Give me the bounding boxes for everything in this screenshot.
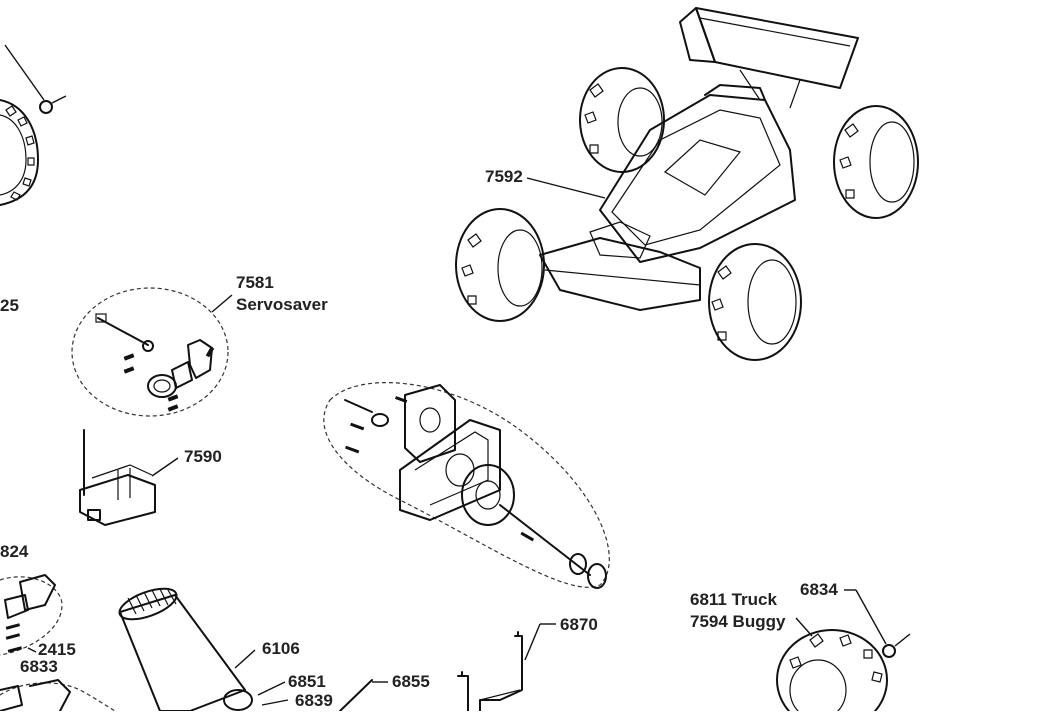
label-6851: 6851 <box>288 672 326 691</box>
servosaver-group <box>71 287 233 417</box>
label-6839: 6839 <box>295 691 333 710</box>
label-7594-buggy: 7594 Buggy <box>690 612 786 631</box>
label-2415: 2415 <box>38 640 76 659</box>
label-6870: 6870 <box>560 615 598 634</box>
label-cropped-824: 824 <box>0 542 29 561</box>
label-7581: 7581 <box>236 273 274 292</box>
label-7592: 7592 <box>485 167 523 186</box>
receiver-7590 <box>79 429 179 526</box>
motor-6106 <box>118 587 289 712</box>
label-6106: 6106 <box>262 639 300 658</box>
motor-mount-group <box>323 382 610 589</box>
partial-wheel-top-left <box>0 44 67 206</box>
bottom-left-parts <box>0 574 116 712</box>
label-6811-truck: 6811 Truck <box>690 590 777 609</box>
label-servosaver: Servosaver <box>236 295 328 314</box>
label-cropped-25: 25 <box>0 296 19 315</box>
label-6833: 6833 <box>20 657 58 676</box>
part-6855-6870 <box>339 623 556 712</box>
label-7590: 7590 <box>184 447 222 466</box>
wheel-bottom-right <box>776 589 911 716</box>
label-6834: 6834 <box>800 580 838 599</box>
label-6855: 6855 <box>392 672 430 691</box>
buggy-assembly <box>455 7 919 361</box>
